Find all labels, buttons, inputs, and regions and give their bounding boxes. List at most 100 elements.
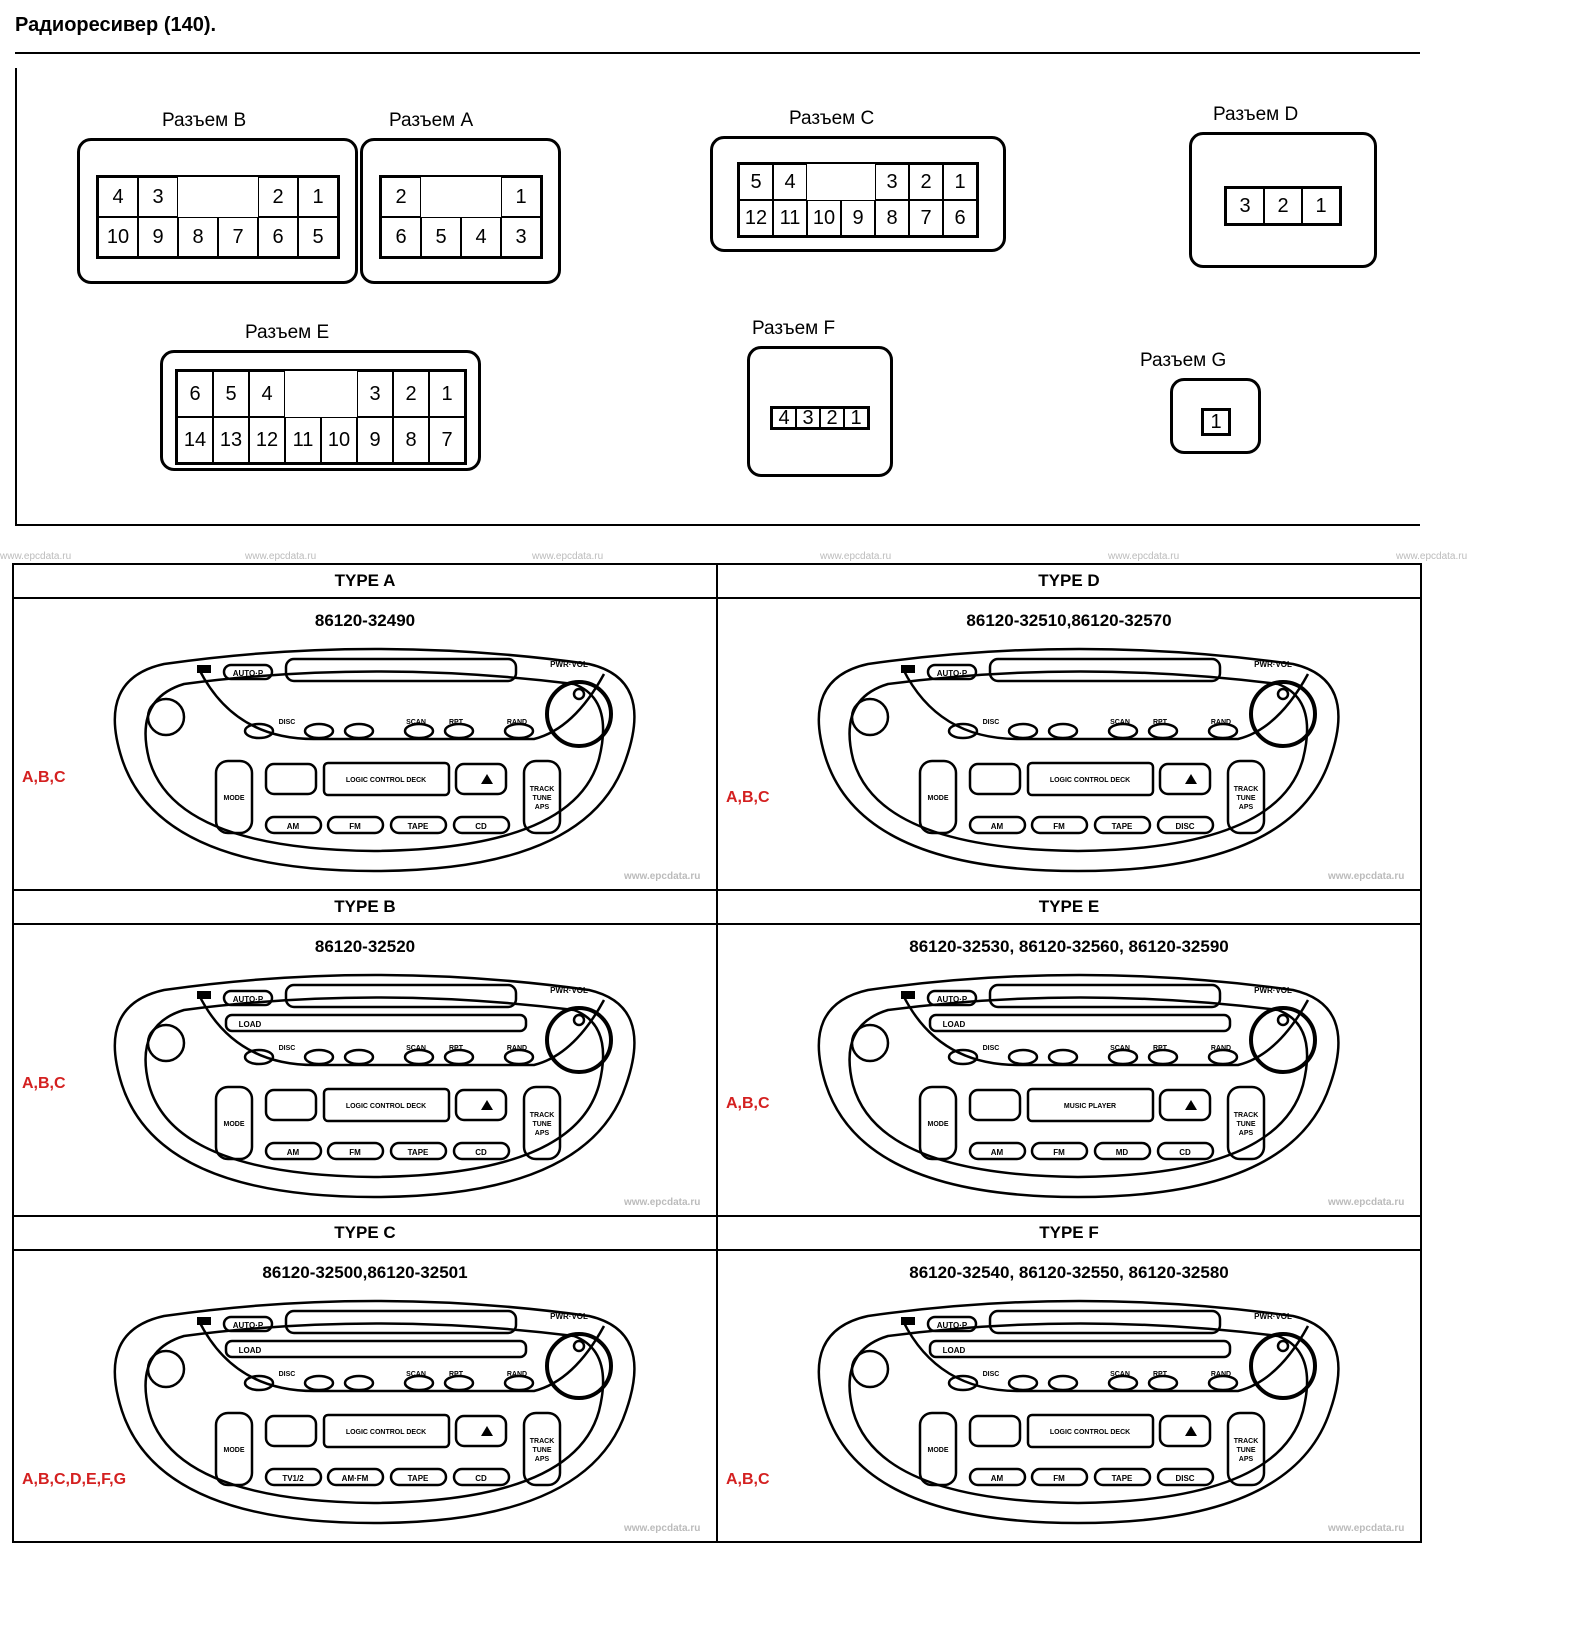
type-header: TYPE E	[716, 889, 1422, 925]
preset-button	[503, 1374, 535, 1392]
eject-button	[1158, 1088, 1212, 1122]
rand-label: RAND	[1211, 1371, 1231, 1378]
mode-label: MODE	[928, 1447, 949, 1454]
pin: 11	[773, 200, 807, 236]
preset-button	[503, 1048, 535, 1066]
source-button	[389, 1141, 448, 1161]
source-button-label: CD	[1179, 1148, 1191, 1157]
source-button-label: FM	[1053, 1148, 1065, 1157]
eject-icon	[481, 1426, 493, 1436]
pin: 1	[844, 407, 868, 429]
preset-button	[303, 1374, 335, 1392]
preset-button	[243, 1048, 275, 1066]
deck-label: LOGIC CONTROL DECK	[346, 1103, 426, 1110]
eject-icon	[1185, 774, 1197, 784]
pin: 3	[875, 164, 909, 200]
scan-label: SCAN	[1110, 719, 1130, 726]
pin-gap	[421, 177, 461, 217]
source-button	[968, 1467, 1027, 1487]
eject-icon	[1185, 1100, 1197, 1110]
connector-label: Разъем D	[1213, 104, 1299, 126]
load-label: LOAD	[239, 1346, 262, 1355]
auto-p-button	[926, 989, 978, 1007]
tune-label: TUNE	[532, 795, 551, 802]
pwr-vol-label: PWR·VOL	[1254, 986, 1292, 995]
rpt-label: RPT	[1153, 1371, 1168, 1378]
connector-pin-grid: 1	[1201, 408, 1231, 436]
source-button	[1093, 1141, 1152, 1161]
knob-indicator	[572, 1013, 586, 1027]
source-button-label: AM	[991, 1148, 1004, 1157]
rewind-button	[264, 1414, 318, 1448]
pin: 3	[357, 371, 393, 417]
watermark: www.epcdata.ru	[1327, 871, 1404, 882]
preset-button	[947, 1374, 979, 1392]
rpt-label: RPT	[449, 1371, 464, 1378]
type-header: TYPE A	[12, 563, 718, 599]
preset-button	[443, 722, 475, 740]
source-button	[264, 1467, 323, 1487]
knob-indicator	[1276, 687, 1290, 701]
knob-indicator	[1276, 1013, 1290, 1027]
knob-indicator	[1276, 1339, 1290, 1353]
pin: 2	[820, 407, 844, 429]
load-label: LOAD	[943, 1346, 966, 1355]
scan-label: SCAN	[406, 1045, 426, 1052]
source-button-label: FM	[1053, 1474, 1065, 1483]
scan-label: SCAN	[1110, 1045, 1130, 1052]
rand-label: RAND	[507, 1045, 527, 1052]
source-button-label: FM	[1053, 822, 1065, 831]
preset-button	[1147, 1048, 1179, 1066]
tune-label: TUNE	[532, 1121, 551, 1128]
scan-label: SCAN	[406, 1371, 426, 1378]
divider	[15, 52, 1420, 54]
track-label: TRACK	[1234, 786, 1259, 793]
pin: 3	[1226, 188, 1264, 224]
left-knob	[850, 697, 890, 737]
tape-deck	[1026, 1087, 1155, 1123]
watermark: www.epcdata.ru	[1108, 551, 1180, 562]
rewind-button	[264, 1088, 318, 1122]
preset-button	[1007, 722, 1039, 740]
watermark: www.epcdata.ru	[820, 551, 892, 562]
source-button	[1030, 1141, 1089, 1161]
pin: 12	[249, 417, 285, 463]
preset-button	[1107, 1374, 1139, 1392]
source-button	[264, 815, 323, 835]
pin: 4	[773, 164, 807, 200]
left-knob	[146, 697, 186, 737]
radio-outline	[113, 973, 636, 1199]
deck-label: MUSIC PLAYER	[1064, 1103, 1116, 1110]
rand-label: RAND	[1211, 1045, 1231, 1052]
compatible-connectors: A,B,C	[726, 789, 770, 806]
source-button-label: AM	[991, 822, 1004, 831]
preset-button	[1147, 1374, 1179, 1392]
radio-inner-outline	[144, 670, 605, 853]
source-button-label: TAPE	[1112, 1474, 1133, 1483]
rewind-button	[968, 1088, 1022, 1122]
pin: 14	[177, 417, 213, 463]
source-button-label: CD	[475, 822, 487, 831]
track-label: TRACK	[1234, 1112, 1259, 1119]
pin: 3	[796, 407, 820, 429]
watermark: www.epcdata.ru	[532, 551, 604, 562]
volume-knob	[1249, 1332, 1317, 1400]
track-label: TRACK	[530, 786, 555, 793]
radio-outline	[113, 1299, 636, 1525]
type-header: TYPE C	[12, 1215, 718, 1251]
source-button	[452, 1141, 511, 1161]
source-button	[1156, 815, 1215, 835]
disc-label: DISC	[983, 1371, 1000, 1378]
display-window	[284, 657, 518, 683]
preset-button	[303, 1048, 335, 1066]
